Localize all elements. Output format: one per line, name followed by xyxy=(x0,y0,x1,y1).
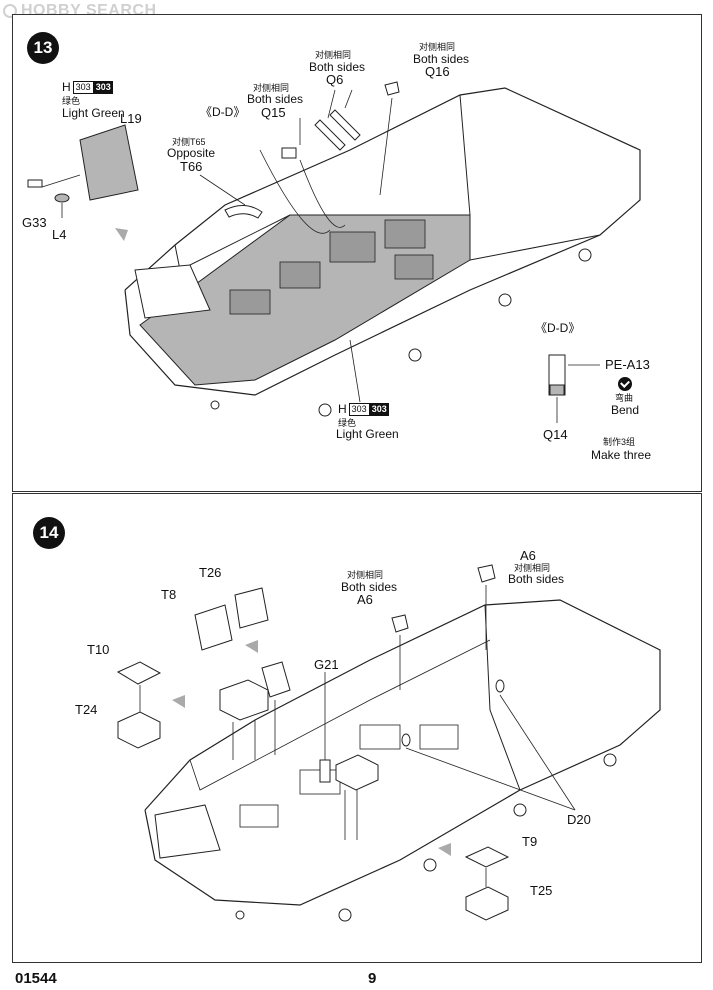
part-label-t25: T25 xyxy=(530,883,553,898)
part-label-a6-right: A6 xyxy=(520,548,536,563)
watermark-icon xyxy=(3,4,17,18)
part-label-g21: G21 xyxy=(314,657,339,672)
part-q15-en: Both sides xyxy=(247,92,304,106)
detail-dd-label-main: 《D-D》 xyxy=(200,105,246,119)
part-label-pe-a13: PE-A13 xyxy=(605,357,650,372)
paint-callout-h-bottom: H 303 303 xyxy=(338,402,389,416)
paint-letter: H xyxy=(62,80,71,94)
step-14-hull-outline xyxy=(144,599,661,906)
paint-color-en-top: Light Green xyxy=(62,106,125,120)
part-label-q16: Q16 xyxy=(425,64,450,79)
detail-dd-label: 《D-D》 xyxy=(535,321,581,335)
paint-letter: H xyxy=(338,402,347,416)
part-label-t66: T66 xyxy=(180,159,203,174)
step-14-badge: 14 xyxy=(33,517,65,549)
part-q15-cn: 对侧相同 xyxy=(253,83,290,93)
bend-cn: 弯曲 xyxy=(615,393,634,403)
part-label-q6: Q6 xyxy=(326,72,344,87)
part-q6-en: Both sides xyxy=(309,60,366,74)
bend-icon xyxy=(618,377,632,391)
part-label-a6: A6 xyxy=(357,592,373,607)
paint-code-a: 303 xyxy=(348,402,370,416)
part-label-l19: L19 xyxy=(120,111,142,126)
step-14-arrow-left xyxy=(172,695,185,708)
make-three-en: Make three xyxy=(591,448,652,462)
part-label-q15: Q15 xyxy=(261,105,286,120)
part-l19-panel xyxy=(79,124,139,201)
part-a6-right-en: Both sides xyxy=(508,572,565,586)
step-14-front-plate xyxy=(154,804,221,859)
paint-code-b: 303 xyxy=(93,80,113,94)
part-t65-en: Opposite xyxy=(167,146,216,160)
step-14-arrow-top xyxy=(245,640,258,653)
part-q6-cn: 对侧相同 xyxy=(315,50,352,60)
step-14-arrow-bottom xyxy=(438,843,451,856)
part-label-t9: T9 xyxy=(522,834,538,849)
part-label-t8: T8 xyxy=(161,587,177,602)
paint-color-cn-top: 绿色 xyxy=(62,96,81,106)
part-label-q14: Q14 xyxy=(543,427,568,442)
step-13-direction-arrow xyxy=(115,228,128,241)
part-label-g33: G33 xyxy=(22,215,47,230)
product-code: 01544 xyxy=(15,970,57,987)
part-a6-right-cn: 对侧相同 xyxy=(514,563,551,573)
part-label-d20: D20 xyxy=(567,812,591,827)
paint-color-cn-bottom: 绿色 xyxy=(338,418,357,428)
paint-color-en-bottom: Light Green xyxy=(336,427,399,441)
paint-code-a: 303 xyxy=(72,80,94,94)
part-a6-cn: 对侧相同 xyxy=(347,570,384,580)
part-label-l4: L4 xyxy=(52,227,67,242)
part-label-t24: T24 xyxy=(75,702,98,717)
part-q16-en: Both sides xyxy=(413,52,470,66)
paint-code-b: 303 xyxy=(369,402,389,416)
part-a6-en: Both sides xyxy=(341,580,398,594)
part-label-t10: T10 xyxy=(87,642,110,657)
step-13-front-plate xyxy=(134,264,211,319)
step-13-badge: 13 xyxy=(27,32,59,64)
step-13-hull-outline xyxy=(124,87,641,396)
part-q16-cn: 对侧相同 xyxy=(419,42,456,52)
part-t65-cn: 对侧T65 xyxy=(172,137,206,147)
step-13-hull-floor xyxy=(139,214,471,386)
page-number: 9 xyxy=(368,970,377,987)
bend-en: Bend xyxy=(611,403,640,417)
part-label-t26: T26 xyxy=(199,565,222,580)
make-three-cn: 制作3组 xyxy=(603,437,636,447)
paint-callout-h-top: H 303 303 xyxy=(62,80,113,94)
